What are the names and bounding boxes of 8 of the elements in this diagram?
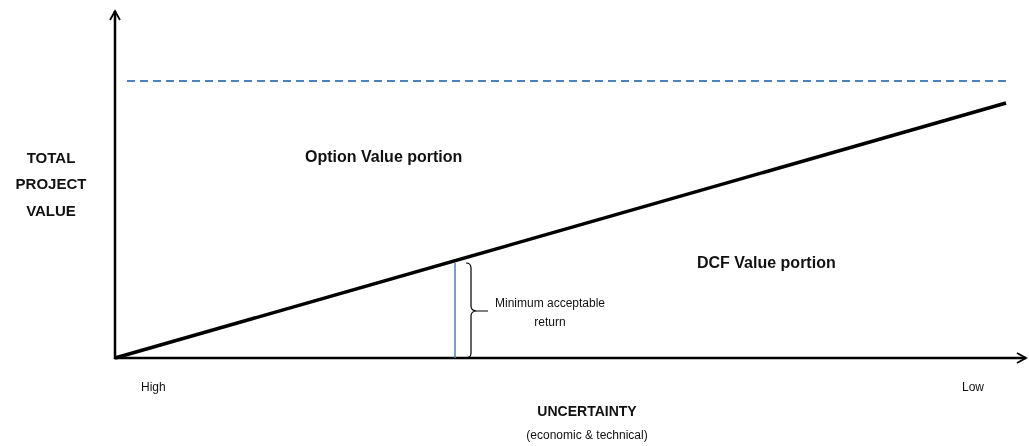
- region-label: DCF Value portion: [697, 253, 836, 273]
- axis-end-label: Low: [962, 379, 984, 395]
- axis-subtitle: (economic & technical): [526, 427, 648, 443]
- axis-end-label: High: [141, 379, 166, 395]
- annotation-text: Minimum acceptable return: [493, 294, 606, 331]
- axis-title: UNCERTAINTY: [537, 402, 637, 420]
- axis-title: TOTAL PROJECT VALUE: [14, 147, 88, 221]
- region-label: Option Value portion: [305, 147, 463, 167]
